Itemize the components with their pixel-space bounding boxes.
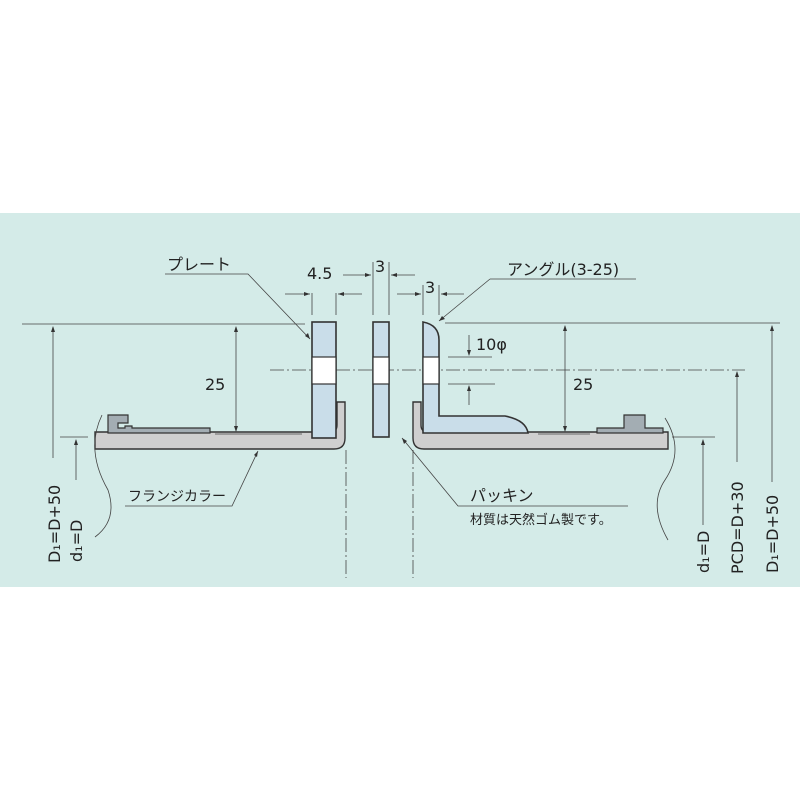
- right-inner-diameter-dim: d₁=D: [694, 531, 713, 573]
- break-line-left: [94, 414, 112, 538]
- left-outer-diameter-dim: D₁=D+50: [45, 485, 64, 563]
- packing-thickness-dim: 3: [375, 257, 385, 276]
- background-panel: [0, 213, 800, 587]
- plate-thickness-dim: 4.5: [307, 264, 332, 283]
- right-height-dim: 25: [573, 375, 593, 394]
- hole-diameter-dim: 10φ: [476, 335, 507, 354]
- packing-hole: [372, 356, 390, 385]
- angle-label: アングル(3-25): [507, 260, 619, 279]
- plate-hole: [311, 356, 337, 385]
- pcd-dim: PCD=D+30: [728, 481, 747, 574]
- right-outer-diameter-dim: D₁=D+50: [763, 495, 782, 573]
- angle-thickness-dim: 3: [425, 278, 435, 297]
- left-height-dim: 25: [205, 375, 225, 394]
- packing-label: パッキン: [470, 486, 534, 505]
- packing-material-note: 材質は天然ゴム製です。: [470, 512, 612, 528]
- left-inner-diameter-dim: d₁=D: [67, 520, 86, 562]
- flange-collar-label: フランジカラー: [128, 489, 226, 505]
- plate-label: プレート: [167, 255, 231, 274]
- clip-left: [107, 414, 211, 434]
- angle: [422, 321, 529, 434]
- angle-hole: [422, 356, 440, 385]
- clip-right: [596, 414, 664, 434]
